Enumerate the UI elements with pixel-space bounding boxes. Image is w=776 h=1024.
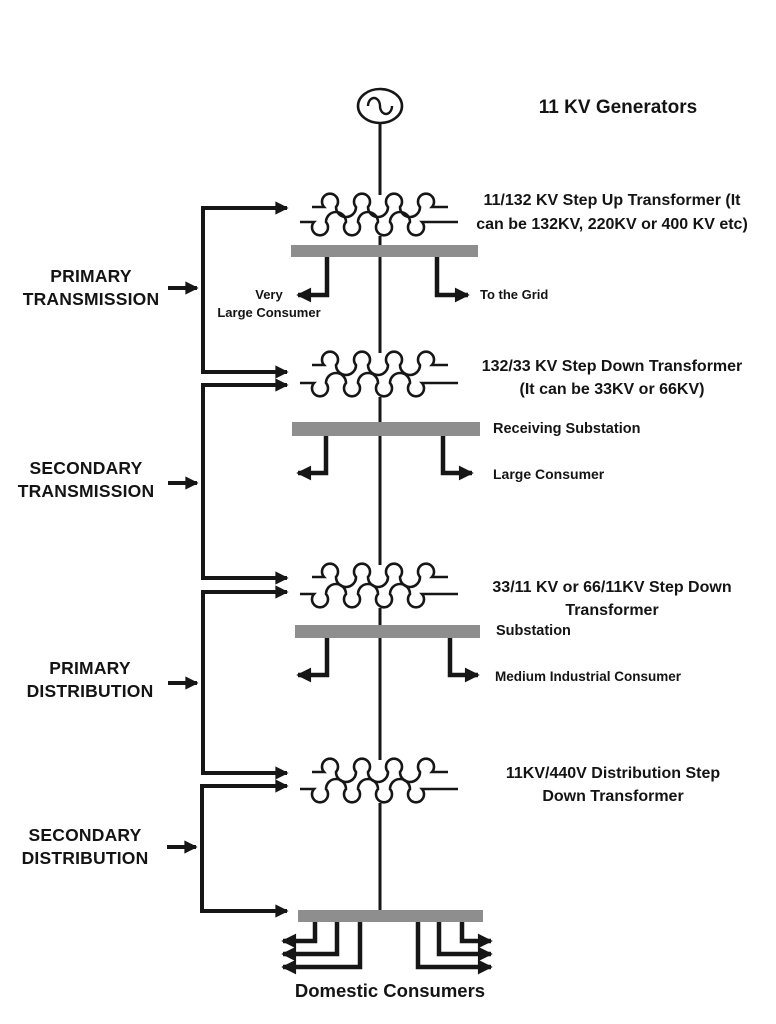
transformer-2-symbol <box>300 350 458 398</box>
receiving-substation-label: Receiving Substation <box>493 421 640 437</box>
transformer-3-label-line1: 33/11 KV or 66/11KV Step Down <box>492 579 731 596</box>
domestic-tap-left-2 <box>281 922 340 962</box>
very-large-consumer-label-line1: Very <box>255 287 283 302</box>
domestic-tap-right-3 <box>415 922 493 975</box>
busbar-1 <box>291 245 478 257</box>
transformer-4-secondary-coil <box>300 777 458 804</box>
receiving-left-tap-arrow <box>296 436 329 481</box>
domestic-tap-right-2 <box>436 922 493 962</box>
stage-label-secondary-transmission-line2: TRANSMISSION <box>18 481 155 501</box>
busbar-3-substation <box>295 625 480 638</box>
primary-transmission-bracket <box>201 201 289 379</box>
domestic-tap-left-1 <box>281 922 318 949</box>
busbar-2-taps <box>296 436 474 481</box>
sine-wave-icon <box>366 96 394 116</box>
transformer-2-secondary-coil <box>300 371 458 398</box>
substation-left-tap-arrow <box>296 638 330 683</box>
transformer-4-label-line1: 11KV/440V Distribution Step <box>506 765 721 782</box>
transformer-1-symbol <box>300 192 458 237</box>
very-large-consumer-label-line2: Large Consumer <box>217 305 320 320</box>
transformer-4-symbol <box>300 757 458 804</box>
transformer-1-label-line2: can be 132KV, 220KV or 400 KV etc) <box>476 216 748 233</box>
secondary-distribution-bracket <box>200 779 289 918</box>
stage-label-secondary-transmission-line1: SECONDARY <box>30 458 143 478</box>
stage-label-primary-distribution-line2: DISTRIBUTION <box>27 681 154 701</box>
stage-label-secondary-distribution-line2: DISTRIBUTION <box>22 848 149 868</box>
busbar-4-distribution <box>298 910 483 922</box>
transformer-2-label-line1: 132/33 KV Step Down Transformer <box>482 358 743 375</box>
transformer-2-label-line2: (It can be 33KV or 66KV) <box>520 381 705 398</box>
transformer-4-primary-coil <box>312 757 448 784</box>
domestic-consumer-taps <box>281 922 493 975</box>
very-large-consumer-tap-arrow <box>296 257 330 303</box>
diagram-title: 11 KV Generators <box>539 97 697 118</box>
stage-label-primary-transmission-line1: PRIMARY <box>50 266 132 286</box>
generator-circle <box>356 87 404 125</box>
large-consumer-label: Large Consumer <box>493 466 605 482</box>
busbar-3-taps <box>296 638 480 683</box>
transformer-3-secondary-coil <box>300 582 458 609</box>
stage-bracket-secondary-distribution <box>167 779 289 918</box>
busbar-1-taps <box>296 257 470 303</box>
transformer-3-primary-coil <box>312 562 448 589</box>
substation-label: Substation <box>496 623 571 639</box>
stage-label-primary-transmission-line2: TRANSMISSION <box>23 289 160 309</box>
stage-bracket-primary-distribution <box>168 585 289 780</box>
stage-label-secondary-distribution-line1: SECONDARY <box>29 825 142 845</box>
transformer-2-primary-coil <box>312 350 448 377</box>
transformer-3-label-line2: Transformer <box>565 602 658 619</box>
medium-industrial-consumer-label: Medium Industrial Consumer <box>495 669 682 684</box>
primary-distribution-bracket <box>201 585 289 780</box>
to-grid-tap-arrow <box>434 257 470 303</box>
transformer-1-label-line1: 11/132 KV Step Up Transformer (It <box>484 192 742 209</box>
to-grid-label: To the Grid <box>480 287 548 302</box>
transformer-3-symbol <box>300 562 458 609</box>
stage-label-primary-distribution-line1: PRIMARY <box>49 658 131 678</box>
transformer-4-label-line2: Down Transformer <box>542 788 683 805</box>
ac-generator-icon <box>356 87 404 125</box>
domestic-consumers-label: Domestic Consumers <box>295 980 485 1001</box>
medium-consumer-tap-arrow <box>447 638 480 683</box>
large-consumer-tap-arrow <box>440 436 474 481</box>
domestic-tap-right-1 <box>459 922 493 949</box>
transformer-1-secondary-coil <box>300 210 458 237</box>
stage-bracket-primary-transmission <box>168 201 289 379</box>
secondary-transmission-bracket <box>201 378 289 585</box>
busbar-2-receiving-substation <box>292 422 480 436</box>
stage-bracket-secondary-transmission <box>168 378 289 585</box>
domestic-tap-left-3 <box>281 922 363 975</box>
